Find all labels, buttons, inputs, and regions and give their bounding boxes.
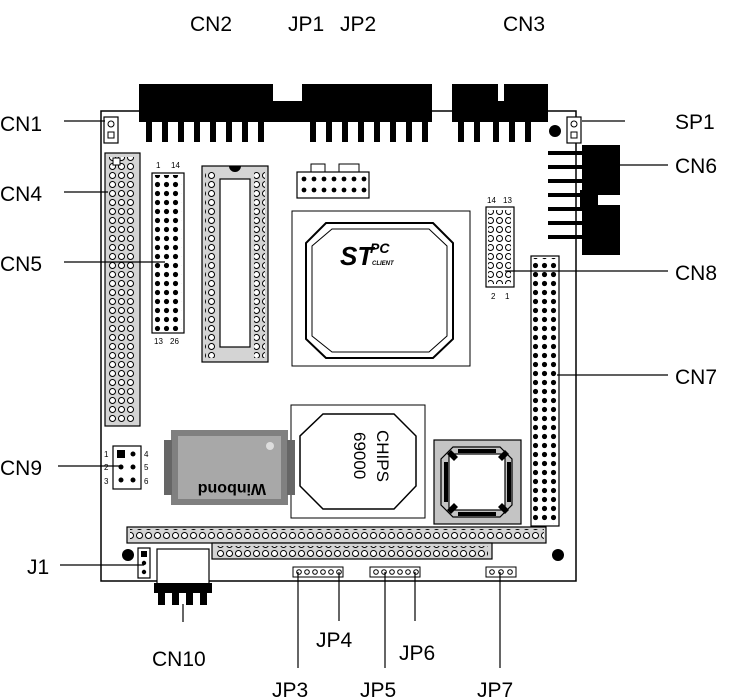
cn2-connector [139, 84, 432, 142]
cn5-pin-14: 14 [171, 161, 180, 170]
cn5-connector: 1 14 13 26 [151, 161, 185, 346]
cn9-pin-5: 5 [144, 463, 149, 472]
jp5-jp6-jumpers [369, 566, 421, 578]
jp3-jp4-jumpers [292, 566, 344, 578]
cn8-connector: 14 13 2 1 [485, 196, 515, 301]
label-jp5: JP5 [360, 679, 396, 699]
label-jp7: JP7 [477, 679, 513, 699]
cn8-pin-2: 2 [491, 292, 496, 301]
cn5-pin-13: 13 [154, 337, 163, 346]
label-jp4: JP4 [316, 629, 353, 652]
cn6-connector [548, 145, 620, 255]
label-cn5: CN5 [0, 253, 42, 276]
label-cn6: CN6 [675, 155, 717, 178]
cn9-connector: 1 2 3 4 5 6 [104, 445, 149, 490]
label-sp1: SP1 [675, 111, 715, 134]
cn7-connector [530, 255, 560, 527]
dip-socket [201, 165, 269, 363]
label-jp6: JP6 [399, 642, 435, 665]
plcc-socket [433, 439, 522, 525]
pc104-bus-connector [126, 526, 547, 560]
label-jp1: JP1 [288, 13, 324, 36]
label-jp2: JP2 [340, 13, 376, 36]
chips-69000-chip: CHIPS 69000 [290, 404, 426, 519]
cn9-pin-3: 3 [104, 477, 109, 486]
cn9-pin-2: 2 [104, 463, 109, 472]
stpc-client-text: CLIENT [372, 261, 395, 267]
cn8-pin-14: 14 [487, 196, 496, 205]
stpc-pc-text: PC [370, 240, 390, 256]
label-cn10: CN10 [152, 648, 206, 671]
label-cn8: CN8 [675, 262, 717, 285]
mounting-hole [549, 125, 561, 137]
label-jp3: JP3 [272, 679, 308, 699]
cn3-connector [452, 84, 548, 142]
leader-lines [58, 120, 668, 668]
sp1-connector [566, 116, 582, 144]
cn4-connector [104, 152, 141, 427]
cn10-connector [154, 548, 212, 605]
jp1-jp2-jumpers [296, 163, 370, 199]
stpc-chip: ST PC CLIENT [291, 210, 471, 367]
label-cn2: CN2 [190, 13, 232, 36]
label-j1: J1 [27, 556, 49, 579]
label-cn7: CN7 [675, 366, 717, 389]
chips-label: CHIPS [373, 430, 392, 482]
cn5-pin-26: 26 [170, 337, 179, 346]
winbond-label: Winbond [198, 480, 266, 497]
cn9-pin-1: 1 [104, 450, 109, 459]
winbond-chip: Winbond [164, 430, 295, 505]
cn9-pin-6: 6 [144, 477, 149, 486]
label-cn4: CN4 [0, 183, 42, 206]
cn1-connector [103, 116, 119, 144]
cn5-pin-1: 1 [156, 161, 161, 170]
jp7-jumper [485, 566, 517, 578]
mounting-hole [122, 549, 134, 561]
mounting-hole [552, 549, 564, 561]
chips-model-label: 69000 [350, 432, 369, 479]
j1-connector [137, 547, 151, 579]
label-cn1: CN1 [0, 113, 42, 136]
label-cn3: CN3 [503, 13, 545, 36]
cn8-pin-13: 13 [503, 196, 512, 205]
stpc-brand-text: ST [340, 241, 375, 271]
cn9-pin-4: 4 [144, 450, 149, 459]
cn8-pin-1: 1 [505, 292, 510, 301]
label-cn9: CN9 [0, 457, 42, 480]
